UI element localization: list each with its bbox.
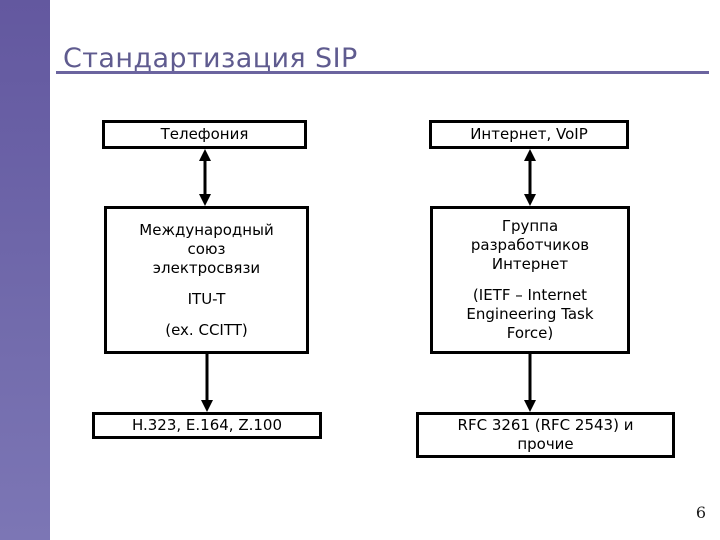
connector-internet-ietf <box>519 149 541 206</box>
node-internet: Интернет, VoIP <box>429 120 629 149</box>
title-divider <box>56 71 709 74</box>
decorative-sidebar-band <box>0 0 50 540</box>
node-ietf-name-line-2: разработчиков <box>470 236 590 254</box>
node-itu-name: Международный союз электросвязи <box>139 221 273 278</box>
node-ietf-name-line-1: Группа <box>501 217 559 235</box>
connector-ietf-rfc <box>519 354 541 412</box>
connector-telephony-itu <box>194 149 216 206</box>
node-ietf-name: Группа разработчиков Интернет <box>471 217 589 274</box>
node-itu-name-line-2: союз <box>187 239 226 258</box>
node-ietf-name-line-3: Интернет <box>491 255 569 273</box>
node-ietf-expansion: (IETF – Internet Engineering Task Force) <box>466 286 593 343</box>
node-itu-standards: H.323, E.164, Z.100 <box>92 412 322 439</box>
node-internet-label: Интернет, VoIP <box>470 125 588 143</box>
page-title: Стандартизация SIP <box>63 43 358 75</box>
node-rfc: RFC 3261 (RFC 2543) и прочие <box>416 412 675 458</box>
node-itu-name-line-1: Международный <box>139 220 274 239</box>
node-itu-standards-label: H.323, E.164, Z.100 <box>131 416 283 434</box>
node-ietf-expansion-line-3: Force) <box>506 324 554 342</box>
node-itu-former-name: (ex. CCITT) <box>165 320 248 339</box>
node-telephony-label: Телефония <box>160 125 249 143</box>
node-ietf-expansion-line-1: (IETF – Internet <box>472 286 588 304</box>
page-number: 6 <box>695 503 706 522</box>
node-itu-name-line-3: электросвязи <box>152 258 261 277</box>
connector-itu-standards <box>196 354 218 412</box>
node-ietf-expansion-line-2: Engineering Task <box>466 305 594 323</box>
node-ietf: Группа разработчиков Интернет (IETF – In… <box>430 206 630 354</box>
node-itu-acronym: ITU-T <box>187 289 226 308</box>
node-telephony: Телефония <box>102 120 307 149</box>
node-rfc-label-line-2: прочие <box>517 435 574 453</box>
node-rfc-label-line-1: RFC 3261 (RFC 2543) и <box>457 416 634 434</box>
node-itu: Международный союз электросвязи ITU-T (e… <box>104 206 309 354</box>
